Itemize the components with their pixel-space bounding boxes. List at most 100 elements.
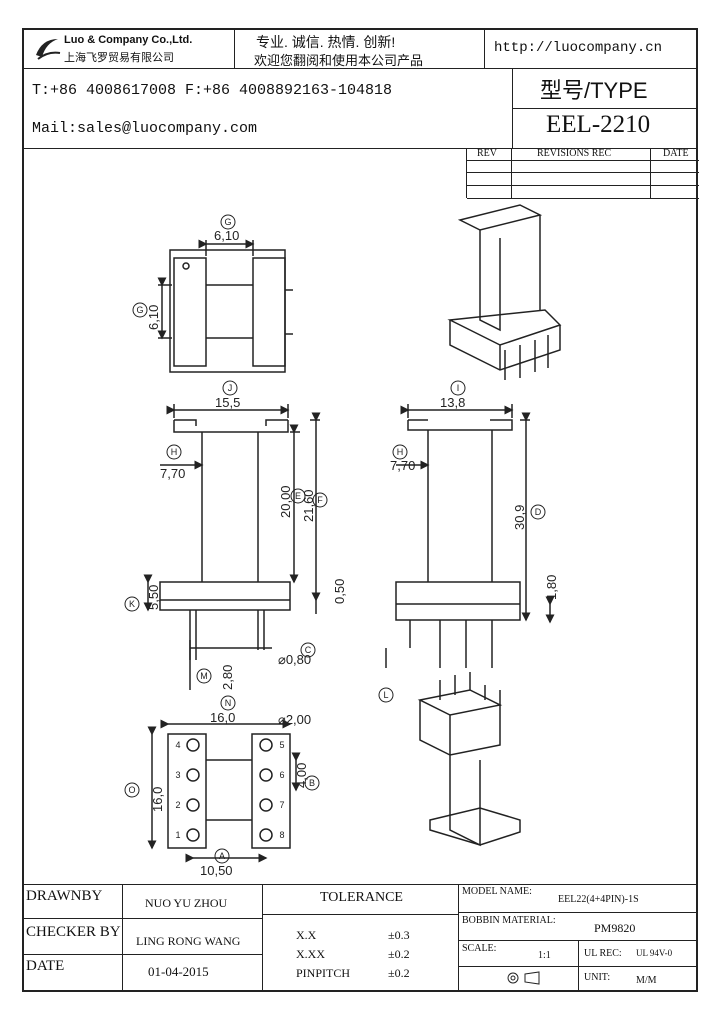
callout-l: L (383, 690, 388, 700)
company-logo (32, 33, 62, 63)
tb-h2 (22, 954, 262, 955)
pin-number-5: 5 (279, 740, 284, 750)
dim-g-side: 6,10 (146, 305, 161, 330)
side-view (385, 404, 555, 668)
callout-b: B (309, 778, 315, 788)
type-label: 型号/TYPE (540, 78, 648, 103)
header-vdiv-2 (484, 28, 485, 68)
type-value: EEL-2210 (546, 111, 651, 138)
ul-value: UL 94V-0 (636, 948, 673, 958)
dim-n: 16,0 (210, 710, 235, 725)
dim-h-right: 7,70 (390, 458, 415, 473)
checker-value: LING RONG WANG (136, 934, 241, 948)
callout-f: F (317, 495, 323, 505)
dimension-labels: 6,10 6,10 15,5 7,70 20,00 21,60 5,50 2,80 0,50 ⌀0… (146, 228, 559, 878)
date-header: DATE (663, 148, 689, 159)
pin-footprint-view (147, 719, 301, 863)
checker-label: CHECKER BY (26, 924, 121, 940)
tb-v2 (262, 884, 263, 992)
dim-g-top: 6,10 (214, 228, 239, 243)
model-value: EEL22(4+4PIN)-1S (558, 894, 639, 905)
isometric-view-bottom (417, 672, 521, 847)
drawing-frame (22, 28, 698, 992)
callout-i: I (457, 383, 460, 393)
tolerance-label: TOLERANCE (320, 890, 403, 905)
tb-v1 (122, 884, 123, 992)
tb-v4 (578, 940, 579, 992)
tb-v3 (458, 884, 459, 992)
dim-hole: ⌀2,00 (278, 712, 311, 727)
company-name-cn: 上海飞罗贸易有限公司 (64, 52, 174, 64)
callout-g: G (224, 217, 231, 227)
pin-number-7: 7 (279, 800, 284, 810)
dim-i: 13,8 (440, 395, 465, 410)
callout-k: K (129, 599, 135, 609)
dim-o: 16,0 (150, 787, 165, 812)
pin-numbers: 4 3 2 1 5 6 7 8 (175, 740, 284, 840)
front-view (143, 404, 321, 690)
header-divider (22, 68, 698, 69)
company-name: Luo & Company Co.,Ltd. (64, 34, 193, 46)
material-value: PM9820 (594, 921, 636, 935)
dim-d: 30,9 (512, 505, 527, 530)
slogan: 专业. 诚信. 热情. 创新! (256, 34, 396, 50)
dim-e: 20,00 (278, 485, 293, 518)
material-label: BOBBIN MATERIAL: (462, 915, 556, 926)
pin-number-6: 6 (279, 770, 284, 780)
pin-number-3: 3 (175, 770, 180, 780)
dim-c: ⌀0,80 (278, 652, 311, 667)
dim-m: 2,80 (220, 665, 235, 690)
dim-k: 5,50 (146, 585, 161, 610)
callout-h: H (397, 447, 404, 457)
scale-label: SCALE: (462, 943, 497, 954)
dim-j: 15,5 (215, 395, 240, 410)
revision-table: REV REVISIONS REC DATE (466, 148, 699, 199)
website-link[interactable]: http://luocompany.cn (494, 40, 663, 56)
model-label: MODEL NAME: (462, 886, 532, 897)
dim-h-left: 7,70 (160, 466, 185, 481)
callout-m: M (200, 671, 208, 681)
callout-e: E (295, 491, 301, 501)
email: Mail:sales@luocompany.com (32, 120, 258, 137)
pin-number-1: 1 (175, 830, 180, 840)
scale-value: 1:1 (538, 950, 551, 961)
date-value: 01-04-2015 (148, 964, 209, 979)
header-vdiv-1 (234, 28, 235, 68)
header-bottom (22, 148, 698, 149)
dim-b: 4,00 (294, 763, 309, 788)
tb-h1 (22, 918, 262, 919)
pin-number-2: 2 (175, 800, 180, 810)
callout-d: D (535, 507, 542, 517)
date-label: DATE (26, 958, 65, 974)
unit-value: M/M (636, 975, 657, 986)
ul-label: UL REC: (584, 948, 622, 959)
projection-symbol-icon (505, 970, 545, 986)
dim-1-80: 1,80 (544, 575, 559, 600)
revisions-rec-header: REVISIONS REC (537, 148, 612, 159)
drawnby-label: DRAWNBY (26, 888, 103, 904)
dim-a: 10,50 (200, 863, 233, 878)
dim-f: 21,60 (301, 489, 316, 522)
callout-o: O (128, 785, 135, 795)
pin-number-8: 8 (279, 830, 284, 840)
callout-a: A (219, 851, 225, 861)
tb-h3 (262, 914, 458, 915)
tb-h4 (458, 912, 698, 913)
type-hdiv (512, 108, 698, 109)
callout-h: H (171, 447, 178, 457)
isometric-view-top (447, 204, 562, 380)
welcome-text: 欢迎您翻阅和使用本公司产品 (254, 53, 424, 68)
phone-fax: T:+86 4008617008 F:+86 4008892163-104818 (32, 82, 393, 99)
callout-j: J (228, 383, 233, 393)
drawnby-value: NUO YU ZHOU (145, 896, 228, 910)
pin-number-4: 4 (175, 740, 180, 750)
tolerance-values: ±0.3±0.2±0.2 (388, 928, 410, 980)
title-block-top (22, 884, 698, 885)
callout-g: G (136, 305, 143, 315)
callout-c: C (305, 645, 312, 655)
dim-half: 0,50 (332, 579, 347, 604)
top-view (157, 239, 293, 373)
